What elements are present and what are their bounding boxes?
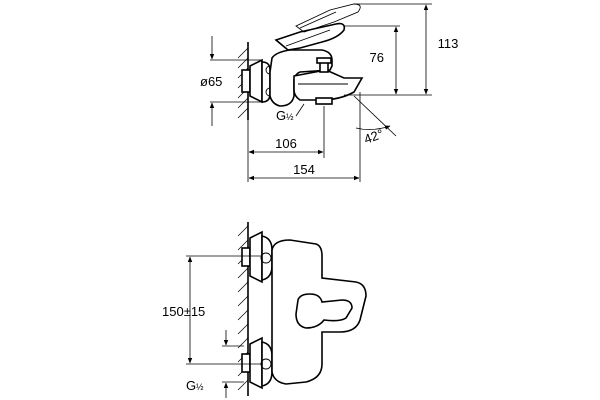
front-view: 150±15 G ½ <box>162 222 367 398</box>
thread-label-front: G ½ <box>186 330 244 398</box>
spout-outlet <box>315 97 333 105</box>
dim-42: 42° <box>362 126 386 147</box>
lever-handle <box>274 22 346 51</box>
svg-text:½: ½ <box>286 112 294 122</box>
svg-text:G: G <box>186 378 196 393</box>
mixer-body-front <box>271 239 367 385</box>
wall-escutcheon <box>241 58 275 104</box>
connector-top <box>241 230 273 284</box>
dim-113: 113 <box>438 36 459 51</box>
side-view: 113 76 ø65 G ½ 42° 106 <box>200 3 459 182</box>
thread-label-side: G ½ <box>276 103 305 123</box>
dim-76: 76 <box>370 50 384 65</box>
dim-154: 154 <box>293 162 315 177</box>
dim-diameter <box>209 36 262 126</box>
connector-bottom <box>241 336 273 390</box>
dim-106: 106 <box>275 136 297 151</box>
diverter-knob <box>316 57 332 73</box>
dim-65: ø65 <box>200 74 222 89</box>
dim-angle <box>353 95 397 137</box>
dim-heights <box>344 3 432 96</box>
dim-depths <box>247 92 361 182</box>
svg-text:G: G <box>276 108 286 123</box>
svg-text:½: ½ <box>196 382 204 392</box>
dim-150: 150±15 <box>162 304 205 319</box>
dim-center-distance <box>186 255 262 365</box>
